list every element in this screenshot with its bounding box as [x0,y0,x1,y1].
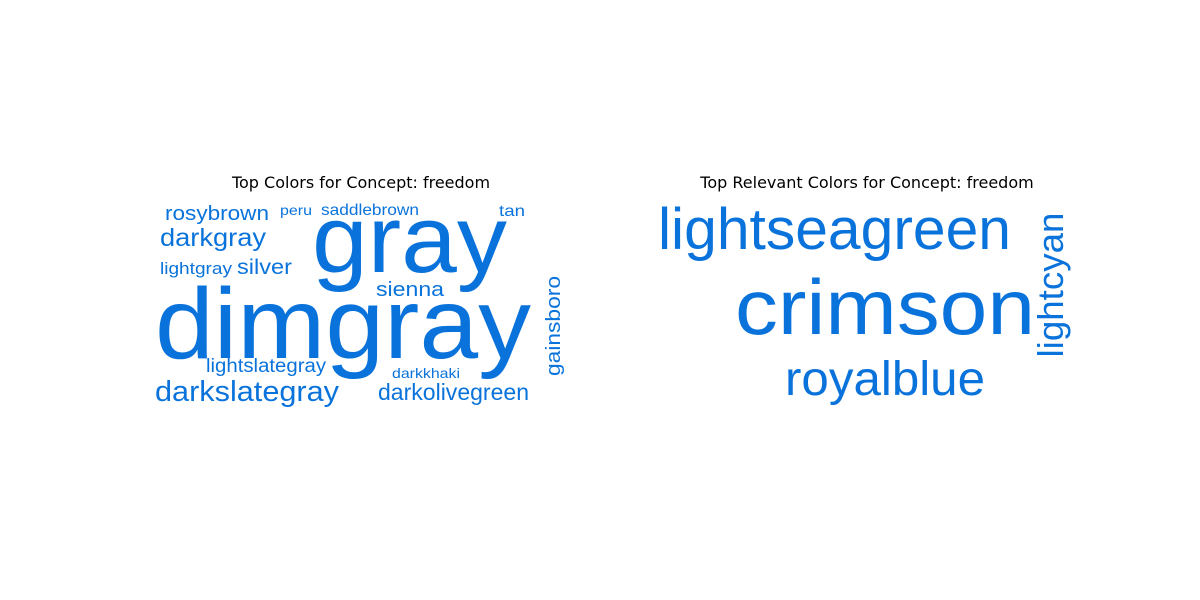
word-tan: tan [499,203,525,220]
word-gray: gray [312,186,507,293]
word-darkkhaki: darkkhaki [392,365,460,381]
word-crimson: crimson [735,263,1035,351]
word-lightgray: lightgray [160,259,233,278]
word-sienna: sienna [376,279,445,301]
word-lightslategray: lightslategray [206,356,327,377]
word-lightseagreen: lightseagreen [658,197,1011,262]
word-darkslategray: darkslategray [155,376,340,408]
word-peru: peru [280,202,312,218]
word-royalblue: royalblue [785,353,985,406]
word-gainsboro: gainsboro [543,276,565,376]
word-saddlebrown: saddlebrown [321,202,419,219]
chart-title-right: Top Relevant Colors for Concept: freedom [700,173,1034,192]
chart-title-left: Top Colors for Concept: freedom [231,173,491,192]
word-dimgray: dimgray [155,268,531,380]
word-lightcyan: lightcyan [1030,213,1071,358]
wordcloud-panel-right: Top Relevant Colors for Concept: freedom… [600,0,1200,600]
word-darkgray: darkgray [160,224,267,252]
word-darkolivegreen: darkolivegreen [378,379,529,405]
word-silver: silver [237,256,292,279]
word-rosybrown: rosybrown [165,203,269,225]
